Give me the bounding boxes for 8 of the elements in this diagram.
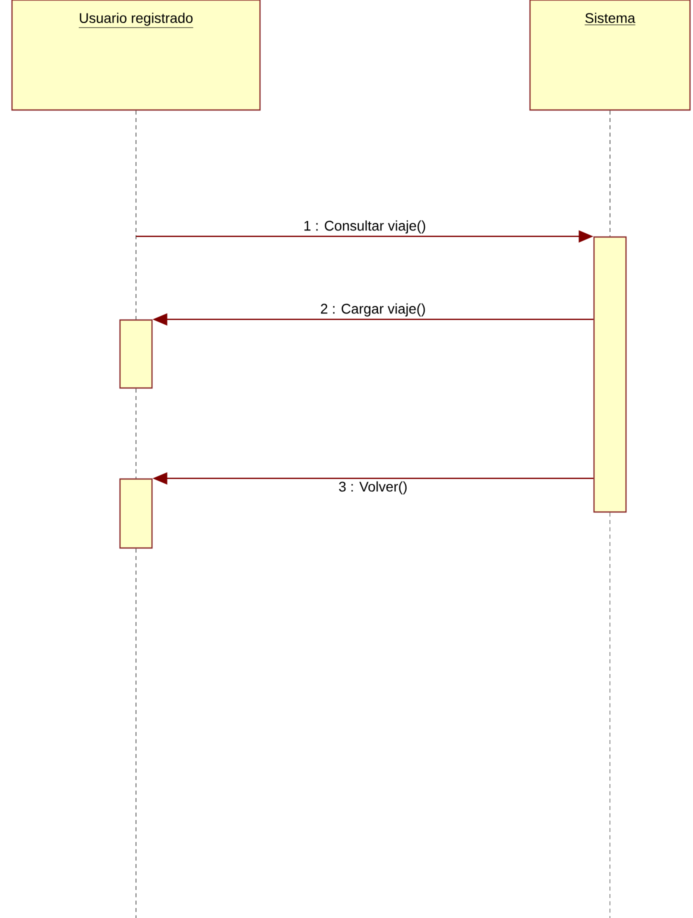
message-label: 3 : Volver() <box>337 480 409 496</box>
activation-bar <box>119 319 153 389</box>
object-box: Usuario registrado <box>11 0 261 111</box>
activation-bar <box>593 236 627 513</box>
object-box: Sistema <box>529 0 691 111</box>
activation-bar <box>119 478 153 549</box>
message-label: 1 : Consultar viaje() <box>302 219 428 235</box>
message-label: 2 : Cargar viaje() <box>318 302 428 318</box>
